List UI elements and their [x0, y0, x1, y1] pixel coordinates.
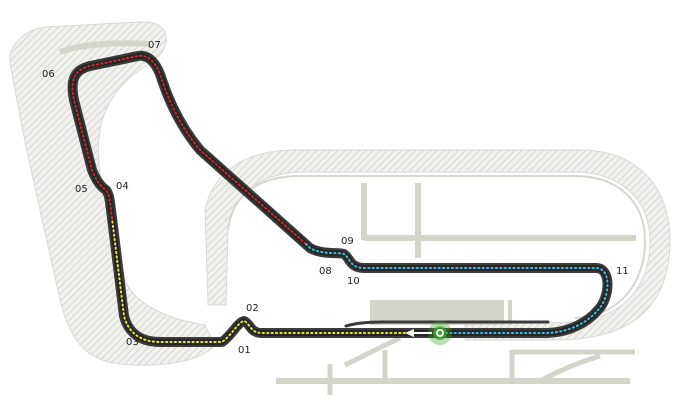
turn-label-10: 10: [347, 276, 360, 287]
turn-label-05: 05: [75, 184, 88, 195]
turn-label-09: 09: [341, 236, 354, 247]
turn-label-03: 03: [126, 337, 139, 348]
road-south-diag: [343, 335, 402, 368]
service-roads: [58, 40, 636, 395]
start-finish-marker-icon: [428, 321, 452, 345]
road-top-curve: [58, 40, 151, 55]
pit-lane: [344, 320, 550, 328]
sector-2: [71, 54, 307, 245]
runoff-east: [204, 149, 671, 341]
turn-label-08: 08: [319, 266, 332, 277]
runoff-areas: [9, 21, 671, 366]
road-south-east: [509, 349, 635, 381]
turn-label-06: 06: [42, 69, 55, 80]
turn-label-11: 11: [616, 266, 629, 277]
turn-label-04: 04: [116, 181, 129, 192]
road-south-curve: [538, 353, 601, 384]
inner-loop-edge: [227, 175, 647, 319]
sector-1: [111, 217, 441, 343]
track-outline: [67, 50, 613, 347]
direction-arrow-icon: [405, 329, 432, 337]
runoff-west: [9, 21, 216, 366]
sector-3: [305, 243, 609, 334]
turn-label-07: 07: [148, 40, 161, 51]
track: [67, 50, 613, 347]
track-surface: [69, 52, 611, 345]
turn-label-01: 01: [238, 345, 251, 356]
turn-label-02: 02: [246, 303, 259, 314]
turn-labels: 01 02 03 04 05 06 07 08 09 10 11: [42, 40, 629, 356]
